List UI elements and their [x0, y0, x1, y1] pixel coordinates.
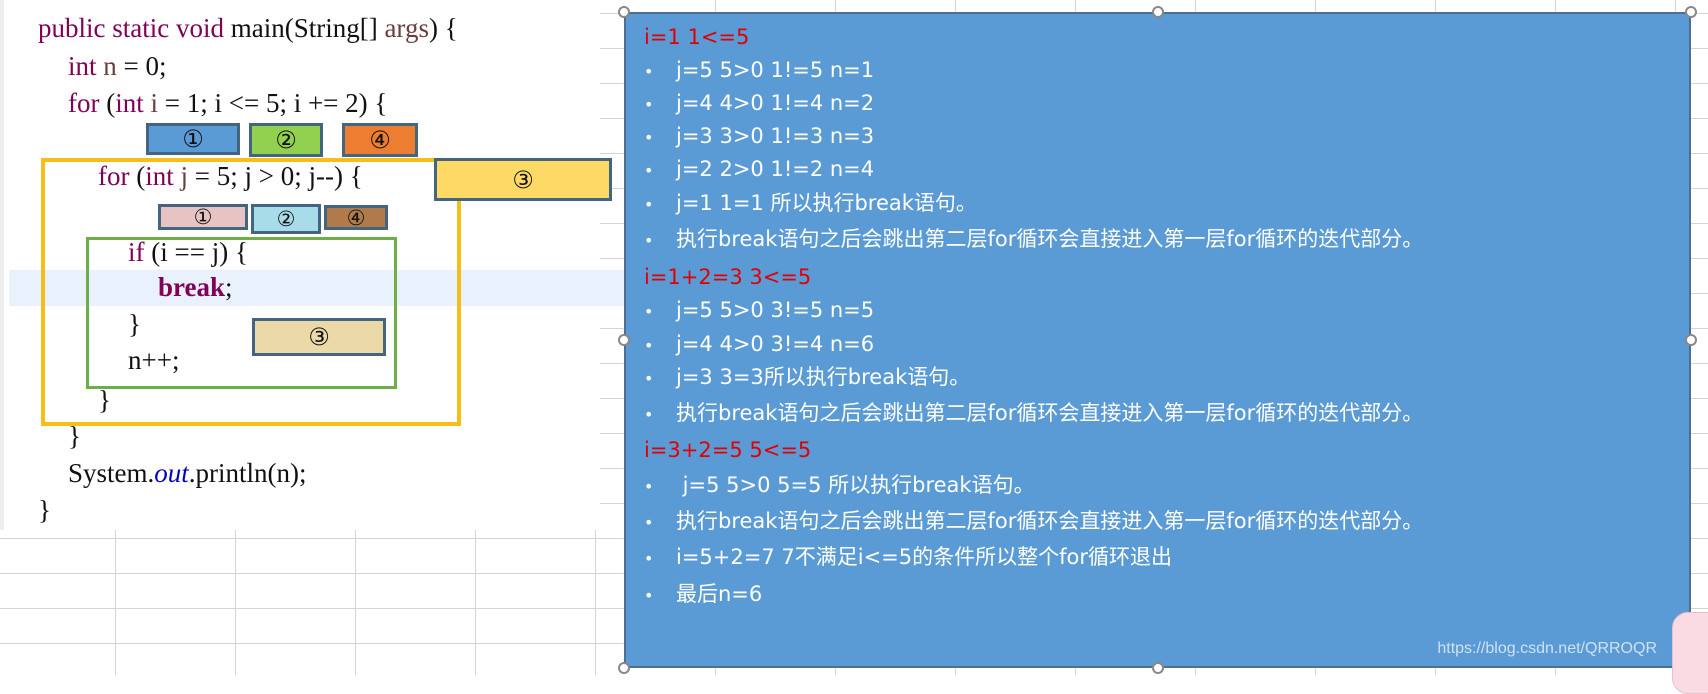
- bullet-icon: •: [644, 336, 654, 355]
- code-line-break: break;: [158, 272, 233, 302]
- code-line-main-close: }: [38, 495, 51, 525]
- list-item: •i=5+2=7 7不满足i<=5的条件所以整个for循环退出: [644, 542, 1172, 574]
- code-image[interactable]: public static void main(String[] args) {…: [0, 0, 629, 530]
- code-line-inner-for: for (int j = 5; j > 0; j--) {: [98, 161, 363, 191]
- bullet-icon: •: [644, 513, 654, 532]
- inner-step-3-tag: ③: [252, 318, 386, 356]
- code-line-if: if (i == j) {: [128, 237, 248, 267]
- code-line-increment: n++;: [128, 345, 180, 375]
- code-line-println: System.out.println(n);: [68, 458, 307, 488]
- selected-row-highlight: [9, 270, 629, 306]
- resize-handle-top-right[interactable]: [1685, 6, 1697, 18]
- resize-handle-bottom[interactable]: [1152, 662, 1164, 674]
- code-line-inner-close: }: [98, 385, 111, 415]
- inner-loop-outline: [41, 158, 461, 426]
- bullet-icon: •: [644, 161, 654, 180]
- bullet-icon: •: [644, 195, 654, 214]
- resize-handle-right[interactable]: [1685, 334, 1697, 346]
- outer-step-1-tag: ①: [146, 123, 240, 155]
- list-item: •j=1 1=1 所以执行break语句。: [644, 188, 977, 220]
- code-line-main: public static void main(String[] args) {: [38, 13, 458, 43]
- iteration-heading: i=3+2=5 5<=5: [644, 438, 812, 462]
- list-item: •j=4 4>0 3!=4 n=6: [644, 329, 874, 361]
- list-item: •执行break语句之后会跳出第二层for循环会直接进入第一层for循环的迭代部…: [644, 398, 1423, 430]
- list-item: •执行break语句之后会跳出第二层for循环会直接进入第一层for循环的迭代部…: [644, 224, 1423, 256]
- bullet-icon: •: [644, 369, 654, 388]
- code-line-outer-close: }: [68, 421, 81, 451]
- list-item: •j=5 5>0 1!=5 n=1: [644, 55, 874, 87]
- inner-step-4-tag: ④: [324, 205, 388, 230]
- bullet-icon: •: [644, 128, 654, 147]
- resize-handle-left[interactable]: [618, 334, 630, 346]
- sticker-overlay: [1672, 612, 1708, 694]
- outer-step-2-tag: ②: [249, 123, 323, 157]
- list-item: •j=3 3=3所以执行break语句。: [644, 362, 970, 394]
- list-item: •j=5 5>0 3!=5 n=5: [644, 295, 874, 327]
- bullet-icon: •: [644, 95, 654, 114]
- bullet-icon: •: [644, 62, 654, 81]
- list-item: •j=2 2>0 1!=2 n=4: [644, 154, 874, 186]
- inner-body-outline: [86, 237, 397, 389]
- list-item: •执行break语句之后会跳出第二层for循环会直接进入第一层for循环的迭代部…: [644, 506, 1423, 538]
- list-item: •最后n=6: [644, 579, 762, 611]
- code-line-int-n: int n = 0;: [68, 51, 167, 81]
- explanation-textbox[interactable]: i=1 1<=5 •j=5 5>0 1!=5 n=1 •j=4 4>0 1!=4…: [624, 12, 1691, 668]
- iteration-heading: i=1+2=3 3<=5: [644, 265, 812, 289]
- outer-step-4-tag: ④: [342, 123, 418, 157]
- inner-step-2-tag: ②: [251, 204, 321, 234]
- code-line-outer-for: for (int i = 1; i <= 5; i += 2) {: [68, 88, 388, 118]
- bullet-icon: •: [644, 586, 654, 605]
- iteration-heading: i=1 1<=5: [644, 25, 750, 49]
- bullet-icon: •: [644, 231, 654, 250]
- outer-step-3-tag: ③: [434, 158, 612, 201]
- bullet-icon: •: [644, 549, 654, 568]
- list-item: •j=4 4>0 1!=4 n=2: [644, 88, 874, 120]
- bullet-icon: •: [644, 405, 654, 424]
- resize-handle-top-left[interactable]: [618, 6, 630, 18]
- watermark: https://blog.csdn.net/QRROQR: [1437, 640, 1657, 657]
- inner-step-1-tag: ①: [158, 204, 248, 230]
- resize-handle-top[interactable]: [1152, 6, 1164, 18]
- code-line-if-close: }: [128, 309, 141, 339]
- bullet-icon: •: [644, 302, 654, 321]
- bullet-icon: •: [644, 477, 654, 496]
- list-item: • j=5 5>0 5=5 所以执行break语句。: [644, 470, 1035, 502]
- resize-handle-bottom-left[interactable]: [618, 662, 630, 674]
- list-item: •j=3 3>0 1!=3 n=3: [644, 121, 874, 153]
